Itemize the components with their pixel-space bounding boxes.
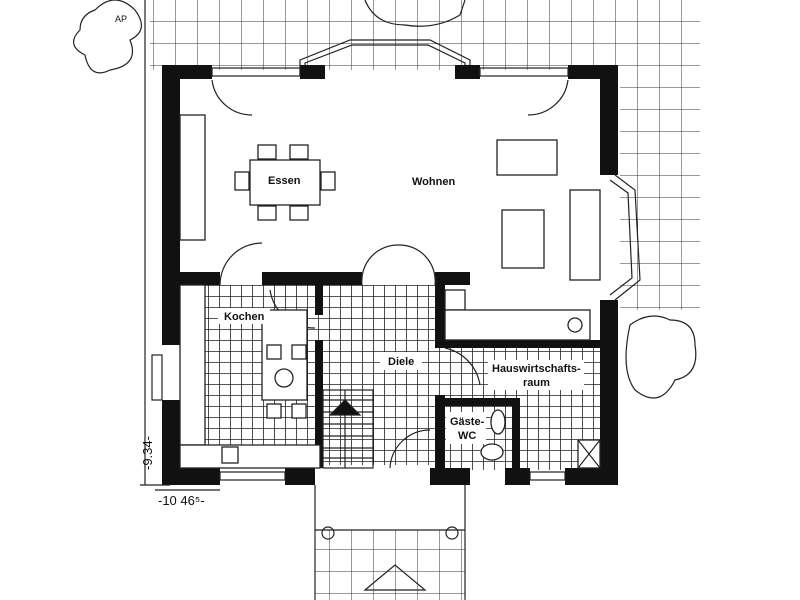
annotation-text: AP xyxy=(115,14,127,24)
room-labels: Essen Wohnen Kochen Diele Hauswirtschaft… xyxy=(218,172,584,444)
utility-fixtures xyxy=(444,289,601,469)
label-wc-2: WC xyxy=(458,430,476,442)
terrace-tiles xyxy=(150,0,700,600)
hall-tiles xyxy=(320,285,440,465)
depth-dimension: -9.34- xyxy=(140,436,155,470)
kitchen-counter xyxy=(179,114,321,469)
bay-window-top xyxy=(299,39,471,75)
sofa-set xyxy=(496,139,601,281)
label-diele: Diele xyxy=(388,356,414,368)
label-essen: Essen xyxy=(268,175,301,187)
dimension-lines xyxy=(140,0,220,491)
tree-icon xyxy=(73,0,697,399)
outer-walls xyxy=(162,65,618,485)
window-frames xyxy=(151,67,569,481)
bay-window-right xyxy=(614,174,641,301)
width-dimension: -10 46⁵- xyxy=(158,493,205,508)
stairs xyxy=(322,389,374,469)
label-hwr-1: Hauswirtschafts- xyxy=(492,363,581,375)
label-wohnen: Wohnen xyxy=(412,176,455,188)
interior-walls xyxy=(178,272,605,470)
label-hwr-2: raum xyxy=(523,377,550,389)
entrance-path xyxy=(314,485,466,600)
label-wc-1: Gäste- xyxy=(450,416,485,428)
label-kochen: Kochen xyxy=(224,311,265,323)
dining-table xyxy=(234,144,336,221)
